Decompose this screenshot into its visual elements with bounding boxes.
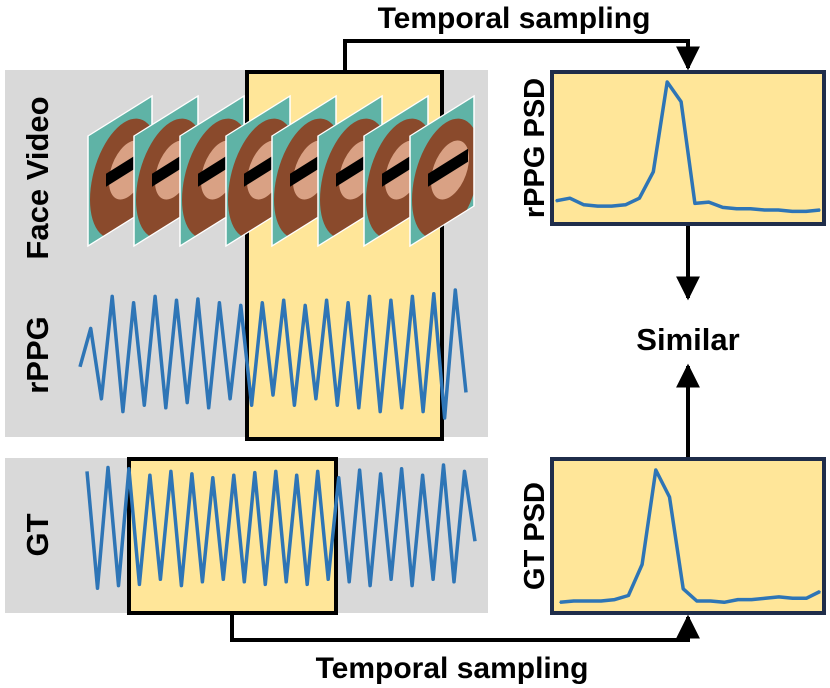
psd-point — [805, 210, 807, 213]
psd-point — [572, 600, 575, 602]
rppg-psd-label: rPPG PSD — [519, 78, 551, 218]
psd-point — [791, 597, 794, 600]
gt-psd-box — [550, 457, 826, 615]
psd-point — [583, 204, 585, 206]
gt-label: GT — [20, 513, 55, 556]
psd-point — [777, 209, 780, 211]
psd-point — [721, 206, 724, 209]
psd-point — [624, 204, 627, 206]
psd-point — [641, 563, 643, 566]
psd-point — [819, 590, 821, 593]
psd-point — [750, 598, 753, 601]
psd-point — [569, 197, 571, 199]
face-video-label: Face Video — [20, 96, 55, 259]
psd-point — [708, 201, 710, 203]
psd-point — [737, 598, 739, 601]
bottom-sampling-label: Temporal sampling — [316, 652, 589, 685]
psd-point — [627, 594, 630, 597]
top-sampling-label: Temporal sampling — [378, 2, 651, 35]
gt-psd-chart — [559, 468, 821, 605]
psd-point — [666, 81, 668, 83]
psd-point — [709, 600, 712, 602]
psd-point — [694, 202, 696, 205]
psd-point — [764, 597, 767, 600]
face-frame-icon — [409, 94, 475, 248]
rppg-label: rPPG — [20, 316, 55, 394]
psd-point — [680, 101, 682, 103]
rppg-signal — [78, 288, 468, 420]
psd-point — [652, 171, 655, 173]
face-video-frames — [87, 94, 475, 248]
gt-psd-label: GT PSD — [519, 482, 551, 590]
bottom-sampling-arrow — [230, 613, 700, 642]
psd-point — [638, 197, 641, 199]
similar-label: Similar — [636, 322, 739, 357]
psd-point — [668, 496, 671, 498]
psd-point — [735, 207, 738, 210]
psd-point — [555, 200, 557, 202]
gt-signal — [85, 463, 477, 590]
psd-point — [600, 600, 602, 602]
psd-point — [610, 205, 613, 207]
psd-point — [596, 205, 599, 207]
psd-point — [613, 598, 616, 601]
psd-point — [559, 601, 561, 604]
psd-point — [791, 210, 793, 213]
psd-point — [586, 600, 589, 602]
psd-series-line — [559, 468, 821, 605]
psd-point — [819, 209, 821, 211]
top-sampling-arrow — [343, 39, 700, 72]
psd-point — [805, 597, 808, 600]
psd-point — [655, 469, 657, 471]
rppg-psd-chart — [555, 80, 821, 214]
psd-point — [696, 600, 698, 602]
psd-point — [682, 588, 684, 590]
psd-series-line — [555, 80, 821, 214]
psd-point — [749, 207, 752, 210]
psd-point — [778, 596, 780, 598]
psd-point — [763, 209, 766, 211]
psd-point — [723, 601, 725, 604]
